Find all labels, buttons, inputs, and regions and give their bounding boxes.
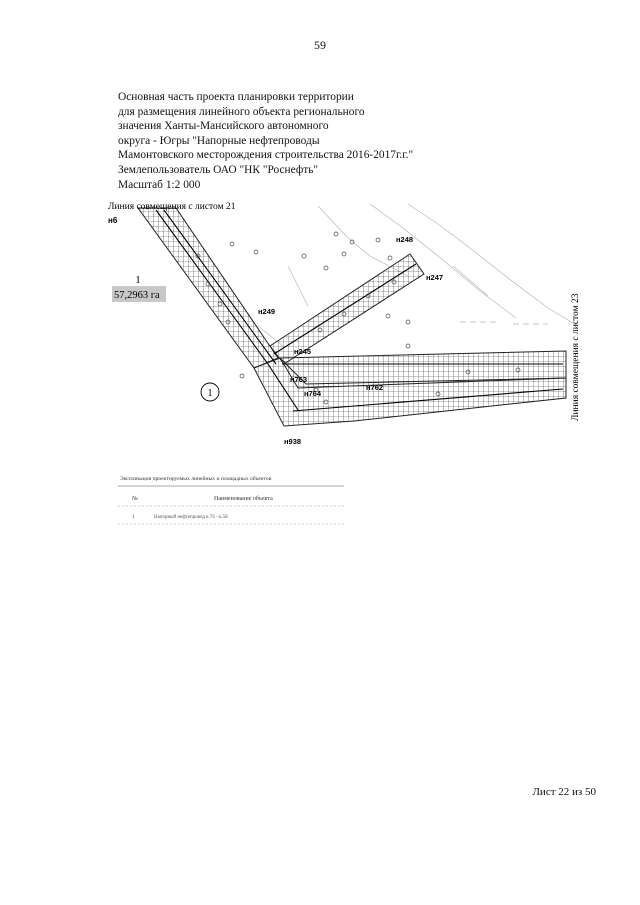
sheet-number: Лист 22 из 50 <box>532 786 596 798</box>
zone-marker-label: 1 <box>208 388 213 399</box>
legend-table: Экспликация проектируемых линейных и пло… <box>118 475 344 525</box>
point-label: н249 <box>258 307 275 316</box>
match-line-right-label: Линия совмещения с листом 23 <box>571 293 581 421</box>
page-number: 59 <box>314 38 326 52</box>
point-label: н762 <box>366 383 383 392</box>
header-line: Основная часть проекта планировки террит… <box>118 91 354 103</box>
header-line: Масштаб 1:2 000 <box>118 178 201 191</box>
area-label-bg <box>112 286 166 302</box>
legend-col-name: Наименование объекта <box>214 495 273 502</box>
point-labels: н248 н247 н249 н245 н763 н762 н764 н938 <box>258 235 443 446</box>
point-label: н763 <box>290 375 307 384</box>
background-lines <box>257 203 579 347</box>
pipeline-axes <box>155 209 564 412</box>
area-label-value: 57,2963 га <box>114 290 160 301</box>
match-line-top-label: Линия совмещения с листом 21 <box>108 202 236 212</box>
terrain-symbols <box>195 231 521 405</box>
planning-map: Линия совмещения с листом 21 н6 Линия со… <box>108 202 581 446</box>
legend-col-num: № <box>132 496 138 502</box>
area-label-number: 1 <box>135 274 141 286</box>
legend-row-name: Напорный нефтепровод к.76 - к.58 <box>154 515 228 520</box>
point-label: н248 <box>396 235 413 244</box>
header-line: Мамонтовского месторождения строительств… <box>118 149 414 162</box>
point-label: н245 <box>294 347 311 356</box>
zone-marker-circle <box>200 382 220 402</box>
left-edge-label: н6 <box>108 216 118 225</box>
header-line: значения Ханты-Мансийского автономного <box>118 120 329 133</box>
document-header: Основная часть проекта планировки террит… <box>118 90 478 192</box>
header-line: Землепользователь ОАО "НК "Роснефть" <box>118 163 319 176</box>
pipeline-corridors <box>137 207 567 427</box>
corridor-northwest <box>137 207 279 369</box>
legend-row-num: 1 <box>132 514 135 520</box>
point-label: н938 <box>284 437 301 446</box>
corridor-south <box>253 357 567 427</box>
point-label: н247 <box>426 273 443 282</box>
header-line: округа - Югры "Напорные нефтепроводы <box>118 134 320 147</box>
legend-title: Экспликация проектируемых линейных и пло… <box>120 475 272 482</box>
header-line: для размещения линейного объекта региона… <box>118 105 365 118</box>
point-label: н764 <box>304 389 322 398</box>
